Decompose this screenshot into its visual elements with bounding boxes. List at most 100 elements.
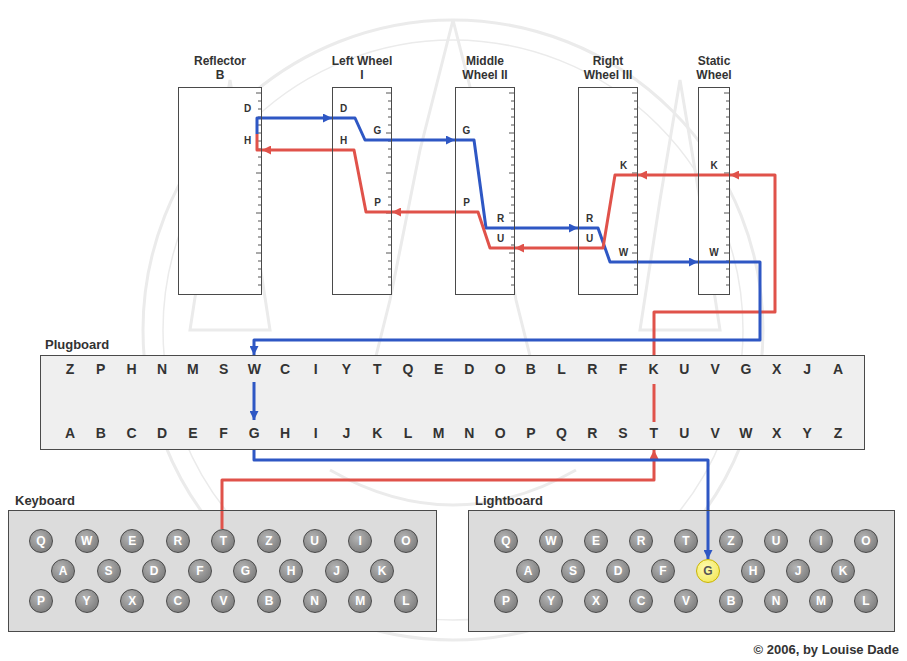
panel-fills — [8, 87, 895, 632]
key-cap: T — [211, 529, 235, 553]
plug-letter: U — [675, 360, 693, 378]
plug-letter: T — [368, 360, 386, 378]
contact-letter: G — [372, 125, 383, 137]
plug-letter: F — [215, 424, 233, 442]
panel-fill — [40, 355, 865, 450]
signal-wire — [654, 175, 775, 355]
contact-letter: D — [338, 103, 349, 115]
key-cap: U — [303, 529, 327, 553]
lamp-key: M — [809, 589, 833, 613]
plug-letter: R — [583, 424, 601, 442]
key-cap: G — [233, 559, 257, 583]
contact-letter: P — [461, 197, 472, 209]
key-letter: Y — [75, 589, 99, 613]
lamp-key: Q — [494, 529, 518, 553]
lamp-key: R — [629, 529, 653, 553]
internal-wiring — [254, 118, 730, 422]
plug-letter: U — [675, 424, 693, 442]
lamp-key: V — [674, 589, 698, 613]
panel-fill — [455, 87, 515, 295]
panel-fill — [578, 87, 638, 295]
contact-letter: P — [372, 197, 383, 209]
key-cap: M — [348, 589, 372, 613]
key-cap: L — [394, 589, 418, 613]
lamp-key: L — [854, 589, 878, 613]
key-letter: J — [325, 559, 349, 583]
static-wire — [698, 174, 730, 177]
key-letter: P — [494, 589, 518, 613]
lamp-key: P — [494, 589, 518, 613]
key-letter: Q — [494, 529, 518, 553]
plug-cable — [653, 384, 656, 422]
lamp-key: Y — [539, 589, 563, 613]
signal-wire — [392, 211, 455, 214]
plug-letter: Q — [553, 424, 571, 442]
key-cap: B — [257, 589, 281, 613]
keyboard-panel: QWERTZUIOASDFGHJKPYXCVBNMLKeyboard — [8, 510, 437, 632]
key-letter: S — [97, 559, 121, 583]
rotor-wire — [578, 175, 638, 248]
plug-letter: B — [92, 424, 110, 442]
plug-letter: I — [307, 424, 325, 442]
plug-letter: G — [245, 424, 263, 442]
panel-label: Plugboard — [45, 337, 109, 353]
key-letter: E — [120, 529, 144, 553]
key-cap: A — [51, 559, 75, 583]
lamp-key: C — [629, 589, 653, 613]
lamp-key: J — [786, 559, 810, 583]
key-letter: H — [741, 559, 765, 583]
panel-fill — [8, 510, 437, 632]
key-letter: A — [51, 559, 75, 583]
plug-letter: K — [368, 424, 386, 442]
key-letter: E — [584, 529, 608, 553]
key-letter: A — [516, 559, 540, 583]
lamp-key: F — [651, 559, 675, 583]
key-cap: Q — [29, 529, 53, 553]
panel-fill — [468, 510, 895, 632]
panel-label: Lightboard — [475, 493, 543, 509]
key-letter: I — [809, 529, 833, 553]
rotor-wire — [455, 140, 515, 228]
signal-wire — [262, 149, 332, 152]
key-letter: W — [539, 529, 563, 553]
signal-wire — [515, 247, 578, 250]
contact-letter: H — [242, 135, 253, 147]
plug-letter: X — [768, 360, 786, 378]
signal-wire — [262, 117, 332, 120]
key-letter: R — [629, 529, 653, 553]
plug-letter: P — [92, 360, 110, 378]
signal-wire — [638, 261, 698, 264]
contact-letter: R — [495, 213, 506, 225]
key-cap: P — [29, 589, 53, 613]
key-letter: S — [561, 559, 585, 583]
plug-letter: Y — [798, 424, 816, 442]
reflector-box: Reflector BDH — [178, 87, 262, 295]
key-cap: D — [142, 559, 166, 583]
plug-letter: J — [798, 360, 816, 378]
rotor-ticks — [256, 93, 730, 285]
contact-letter: K — [618, 160, 629, 172]
plug-letter: G — [737, 360, 755, 378]
key-letter: T — [674, 529, 698, 553]
plugboard-panel: PlugboardZPHNMSWCIYTQEDOBLRFKUVGXJAABCDE… — [40, 355, 865, 450]
plug-letter: Z — [829, 424, 847, 442]
key-letter: K — [831, 559, 855, 583]
key-letter: R — [166, 529, 190, 553]
contact-letter: K — [709, 160, 720, 172]
signal-wire — [254, 262, 760, 355]
key-letter: L — [854, 589, 878, 613]
rotor-box: Middle Wheel IIGPRU — [455, 87, 515, 295]
contact-letter: G — [461, 125, 472, 137]
key-letter: F — [651, 559, 675, 583]
key-letter: I — [348, 529, 372, 553]
key-cap: J — [325, 559, 349, 583]
rotor-wire — [332, 150, 392, 212]
key-letter: X — [584, 589, 608, 613]
plug-letter: A — [829, 360, 847, 378]
key-cap: C — [166, 589, 190, 613]
plug-letter: V — [706, 424, 724, 442]
plug-letter: H — [122, 360, 140, 378]
plug-letter: X — [768, 424, 786, 442]
